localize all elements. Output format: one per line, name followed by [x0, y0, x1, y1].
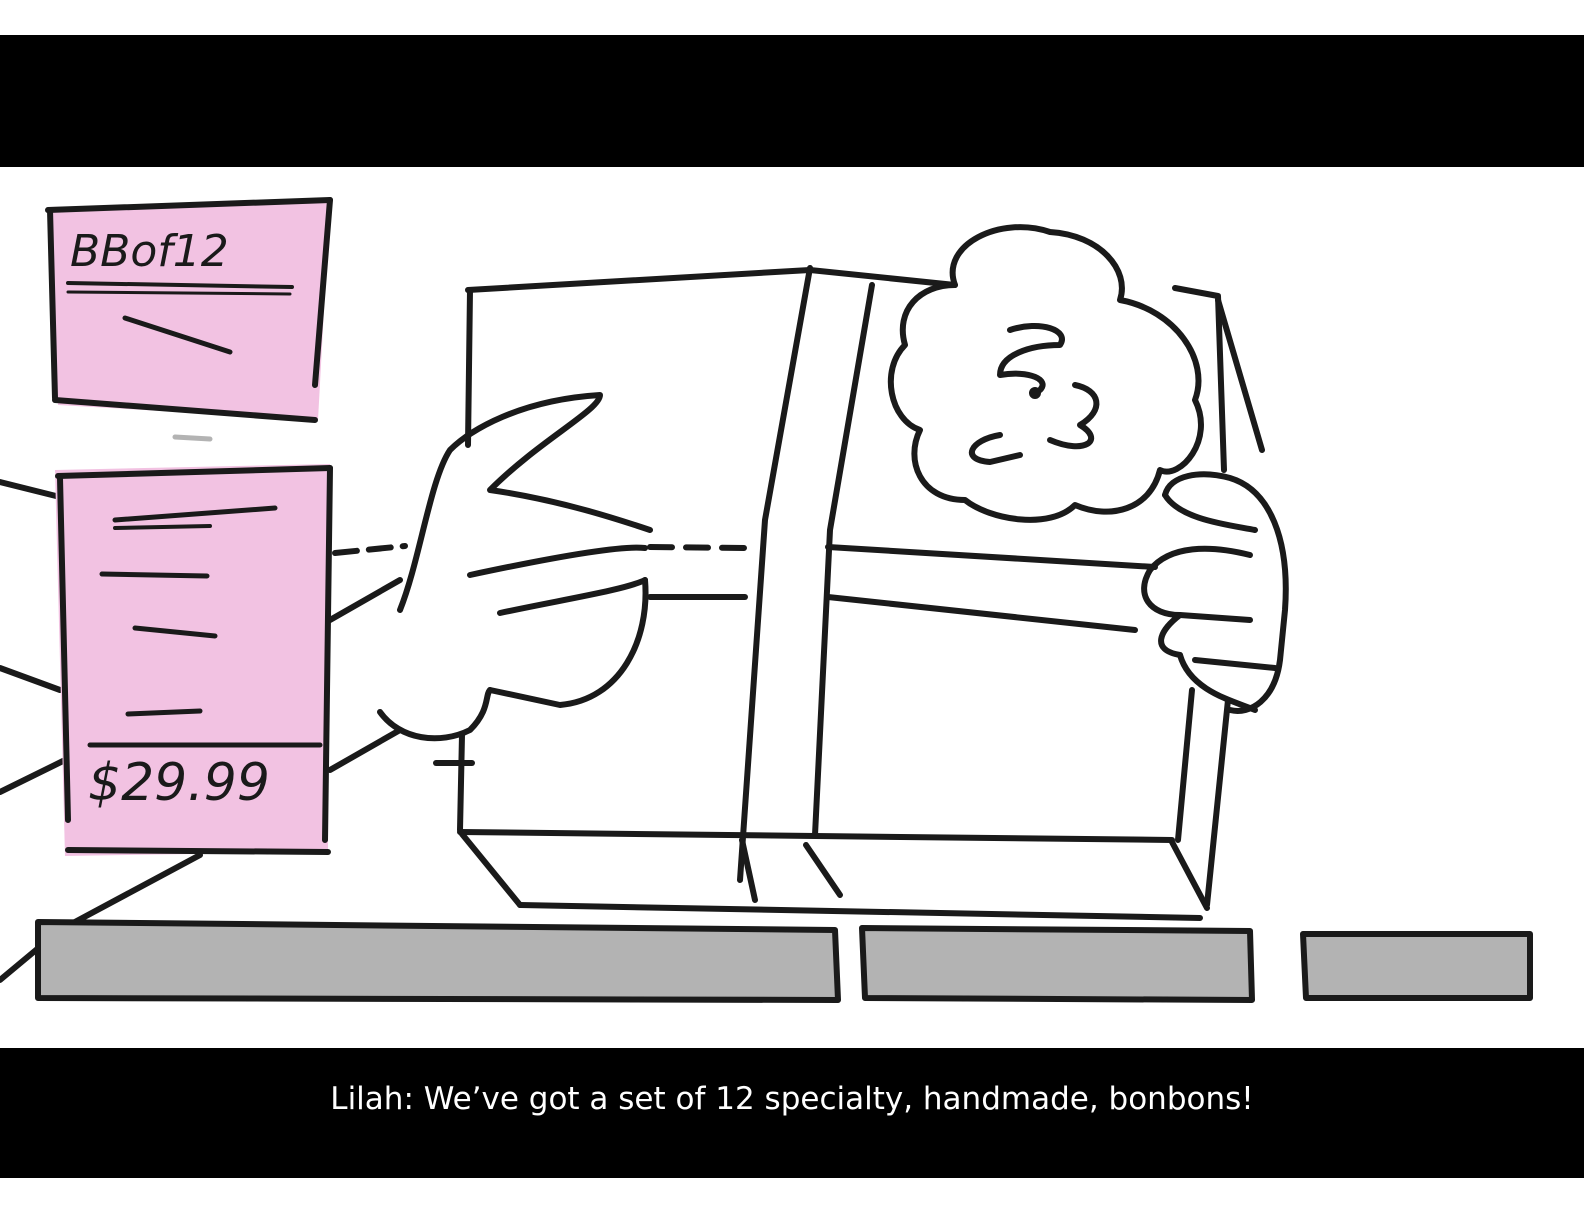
sign-label: BBof12	[70, 226, 229, 277]
bonbon-sign-upper: BBof12	[45, 197, 333, 442]
shelf-blocks	[35, 919, 1533, 1003]
dialogue-caption: Lilah: We’ve got a set of 12 specialty, …	[330, 1081, 1254, 1117]
left-hand	[377, 392, 653, 742]
letterbox-top-bar	[0, 35, 1584, 167]
letterbox-bottom-bar	[0, 1048, 1584, 1178]
gift-bow	[887, 224, 1204, 523]
bonbon-gift-box	[433, 265, 1265, 921]
storyboard-panel: BBof12 $29.99	[0, 167, 1584, 1048]
price-tag: $29.99	[88, 753, 270, 813]
bonbon-sign-lower: $29.99	[55, 464, 333, 856]
right-hand	[1141, 471, 1289, 714]
